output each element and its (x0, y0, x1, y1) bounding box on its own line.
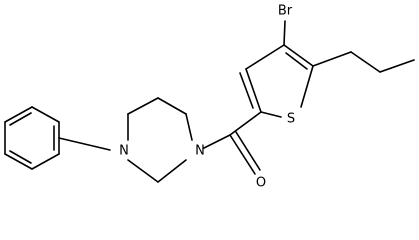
chemical-structure-diagram: Br S N N O (4, 4, 415, 190)
phenyl-bond-1 (31, 106, 60, 123)
propyl-bond-3 (379, 59, 415, 73)
thiophene-c3-c4 (245, 44, 285, 70)
phenyl-bond-2 (4, 106, 33, 123)
piperazine-bond-4 (185, 113, 193, 141)
atom-label-n-left: N (119, 144, 129, 159)
phenyl-bond-5 (31, 153, 60, 170)
carbonyl-thiophene-bond (229, 111, 262, 136)
thiophene-s-c2 (260, 111, 282, 118)
c4-br-bond (283, 20, 286, 46)
piperazine-bond-6 (127, 159, 159, 183)
bonds (4, 20, 415, 183)
atom-label-n-right: N (195, 144, 205, 159)
atom-label-s: S (287, 112, 295, 127)
carbonyl-double-b (235, 131, 261, 171)
thiophene-c3-c3-double (239, 72, 254, 109)
phenyl-n-bond (58, 137, 111, 151)
thiophene-c4-c5 (283, 44, 314, 67)
phenyl-bond-4 (4, 153, 33, 170)
propyl-bond-2 (350, 51, 381, 73)
phenyl-double-2 (9, 150, 32, 164)
atom-label-br: Br (278, 4, 293, 19)
thiophene-c2-c3 (245, 68, 262, 113)
piperazine-bond-5 (157, 159, 187, 183)
n-carbonyl-bond (203, 134, 231, 149)
piperazine-bond-3 (157, 97, 187, 115)
atom-labels: Br S N N O (119, 4, 295, 190)
atom-label-o: O (256, 176, 266, 190)
propyl-bond-1 (312, 51, 352, 67)
carbonyl-double-a (229, 134, 256, 175)
thiophene-c4-c5-double (285, 52, 308, 70)
phenyl-double-1 (9, 112, 32, 126)
piperazine-bond-2 (127, 97, 159, 115)
thiophene-c5-s (300, 65, 314, 108)
